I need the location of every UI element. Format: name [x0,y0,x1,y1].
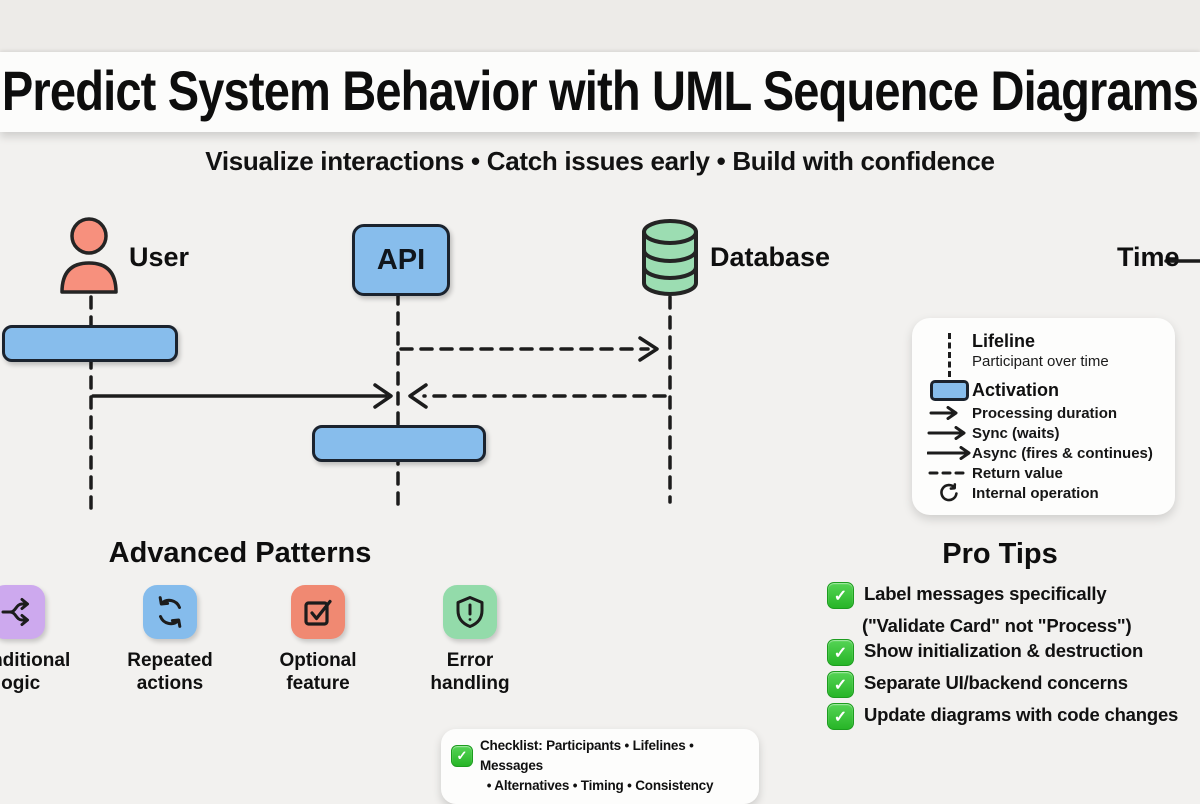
arrow-icon [927,446,971,460]
check-icon: ✓ [827,582,854,609]
page-title: Predict System Behavior with UML Sequenc… [1,59,1199,122]
pattern-error-handling: Error handling [400,585,540,695]
checkbox-icon [291,585,345,639]
check-icon: ✓ [827,639,854,666]
circular-arrow-icon [940,483,958,502]
pattern-label-line: Repeated [127,650,213,671]
legend-internal-label: Internal operation [972,484,1099,502]
page-background-strip [0,0,1200,52]
legend-item-async: Async (fires & continues) [926,443,1163,463]
sync-message-arrowhead [373,383,393,409]
time-axis-label: Time [1117,242,1180,272]
database-icon [642,219,698,296]
arrow-icon [927,426,966,440]
legend-async-label: Async (fires & continues) [972,444,1153,462]
pattern-label-line: feature [286,673,350,694]
participant-label-database: Database [710,242,831,272]
legend-card: Lifeline Participant over time Activatio… [912,318,1175,515]
legend-item-return: Return value [926,463,1163,483]
pattern-label-line: actions [136,673,204,694]
activation-bar-user [2,325,178,362]
sequence-diagram-lines [89,259,1200,514]
legend-lifeline-label: Lifeline [972,331,1036,351]
pro-tip-item: ✓ Separate UI/backend concerns [827,670,1199,698]
checklist-pill: ✓ Checklist: Participants • Lifelines • … [441,729,759,804]
pro-tip-text: Show initialization & destruction [864,640,1144,661]
dashed-line-icon [928,471,966,475]
pattern-optional-feature: Optional feature [248,585,388,695]
pattern-label-line: Error [446,650,494,671]
pattern-conditional-logic: Conditional logic [0,585,88,695]
arrow-icon [929,406,958,420]
participant-label-api: API [376,243,426,276]
pattern-label-line: Optional [279,650,357,671]
return-message-arrowhead [408,383,428,409]
loop-icon [143,585,197,639]
pro-tip-item: ✓ Show initialization & destruction [827,638,1199,666]
check-icon: ✓ [827,671,854,698]
advanced-patterns-heading: Advanced Patterns [108,537,372,569]
title-banner [0,52,1200,132]
page-subtitle: Visualize interactions • Catch issues ea… [205,146,995,176]
activation-bar-api [312,425,486,462]
legend-lifeline-sublabel: Participant over time [972,353,1109,370]
pro-tip-text: Label messages specifically [864,583,1107,604]
async-message-arrowhead [638,336,659,362]
legend-sync-label: Sync (waits) [972,424,1060,442]
pattern-label-line: Conditional [0,650,71,671]
pro-tip-item: ✓ Label messages specifically [827,581,1199,609]
check-icon: ✓ [451,745,473,767]
pro-tip-item: ✓ Update diagrams with code changes [827,702,1199,730]
legend-processing-label: Processing duration [972,404,1118,422]
legend-item-activation: Activation [926,378,1163,403]
pattern-label-line: logic [0,673,41,694]
legend-return-label: Return value [972,464,1063,482]
activation-swatch-icon [929,380,969,401]
pro-tips-heading: Pro Tips [942,538,1058,570]
checklist-text-line1: Checklist: Participants • Lifelines • Me… [480,738,694,773]
check-icon: ✓ [827,703,854,730]
pattern-repeated-actions: Repeated actions [100,585,240,695]
shield-icon [443,585,497,639]
person-icon [60,217,118,294]
legend-item-sync: Sync (waits) [926,423,1163,443]
legend-activation-label: Activation [972,380,1060,400]
dashed-lifeline-icon [947,333,951,377]
checklist-text-line2: • Alternatives • Timing • Consistency [486,778,714,793]
pattern-label-line: handling [430,673,510,694]
branch-icon [0,585,45,639]
legend-item-internal: Internal operation [926,483,1163,503]
participant-label-user: User [129,242,190,272]
legend-item-processing: Processing duration [926,403,1163,423]
pro-tip-text: Separate UI/backend concerns [864,672,1128,693]
pro-tip-text: Update diagrams with code changes [864,704,1179,725]
pro-tips-list: ✓ Label messages specifically ("Validate… [827,581,1199,734]
participant-box-api: API [352,224,450,296]
pro-tip-text-continued: ("Validate Card" not "Process") [862,615,1132,636]
legend-item-lifeline: Lifeline Participant over time [926,331,1163,378]
